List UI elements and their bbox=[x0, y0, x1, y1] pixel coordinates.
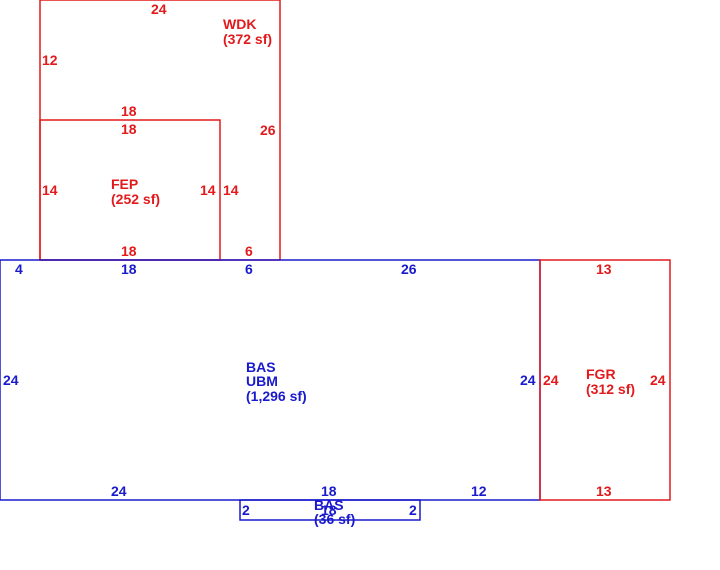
dim-bas-top-a: 18 bbox=[121, 261, 137, 277]
dim-bump-right: 2 bbox=[409, 502, 417, 518]
bump-code: BAS bbox=[314, 497, 344, 513]
bump-area: (36 sf) bbox=[314, 511, 355, 527]
dim-bas-bottom-c: 12 bbox=[471, 483, 487, 499]
dim-wdk-inner-right: 14 bbox=[223, 182, 239, 198]
dim-bas-bottom-b: 18 bbox=[321, 483, 337, 499]
dim-wdk-left: 12 bbox=[42, 52, 58, 68]
dim-bas-top-b: 6 bbox=[245, 261, 253, 277]
dim-bump-bottom: 18 bbox=[321, 502, 337, 518]
bas-code: BAS bbox=[246, 359, 276, 375]
dim-fep-bottom: 18 bbox=[121, 243, 137, 259]
dim-fgr-left: 24 bbox=[543, 372, 559, 388]
bump-outline bbox=[239, 499, 421, 521]
dim-fep-right: 14 bbox=[200, 182, 216, 198]
dim-bas-top-c: 26 bbox=[401, 261, 417, 277]
dim-bas-right: 24 bbox=[520, 372, 536, 388]
dim-wdk-top: 24 bbox=[151, 1, 167, 17]
fep-area: (252 sf) bbox=[111, 191, 160, 207]
dim-bas-bottom-a: 24 bbox=[111, 483, 127, 499]
dim-wdk-bottom: 6 bbox=[245, 243, 253, 259]
dim-fep-top: 18 bbox=[121, 121, 137, 137]
wdk-area: (372 sf) bbox=[223, 31, 272, 47]
dim-wdk-inner-top: 18 bbox=[121, 103, 137, 119]
bas-code2: UBM bbox=[246, 373, 278, 389]
dim-bump-left: 2 bbox=[242, 502, 250, 518]
dim-fgr-right: 24 bbox=[650, 372, 666, 388]
dim-wdk-right: 26 bbox=[260, 122, 276, 138]
fep-code: FEP bbox=[111, 176, 138, 192]
fgr-code: FGR bbox=[586, 366, 616, 382]
dim-fgr-bottom: 13 bbox=[596, 483, 612, 499]
dim-fgr-top: 13 bbox=[596, 261, 612, 277]
fgr-area: (312 sf) bbox=[586, 381, 635, 397]
wdk-code: WDK bbox=[223, 16, 256, 32]
dim-bas-top-left: 4 bbox=[15, 261, 23, 277]
fgr-outline bbox=[539, 259, 671, 501]
bas-area: (1,296 sf) bbox=[246, 388, 307, 404]
dim-bas-left: 24 bbox=[3, 372, 19, 388]
dim-fep-left: 14 bbox=[42, 182, 58, 198]
